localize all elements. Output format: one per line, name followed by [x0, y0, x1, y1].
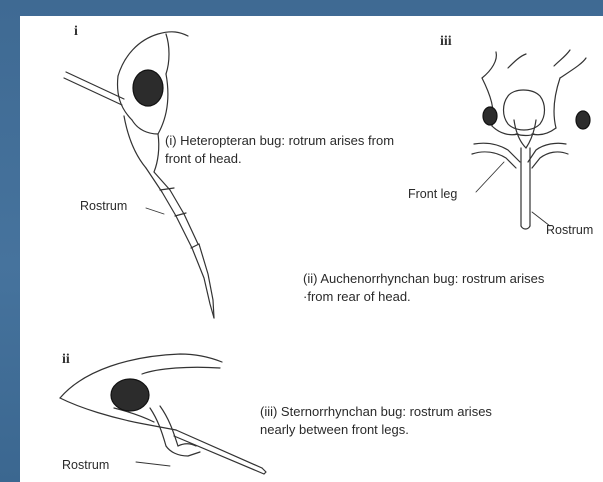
eye-i [133, 70, 163, 106]
panel-ii-caption-line2: nearly between front legs. [260, 421, 492, 439]
eye-iii-right [576, 111, 590, 129]
panel-iii-rostrum-label: Rostrum [546, 223, 593, 237]
panel-iii-front-leg-label: Front leg [408, 187, 457, 201]
panel-iii-caption-line2: ·from rear of head. [303, 288, 544, 306]
figure-panel: i Rostrum (i) Heteropteran bug: rotrum a… [20, 16, 603, 482]
panel-iii-numeral: iii [440, 34, 452, 50]
eye-ii [111, 379, 149, 411]
panel-ii-caption: (iii) Sternorrhynchan bug: rostrum arise… [260, 403, 492, 439]
eye-iii-left [483, 107, 497, 125]
panel-i-caption: (i) Heteropteran bug: rotrum arises from… [165, 132, 394, 168]
panel-i-caption-line2: front of head. [165, 150, 394, 168]
sternorrhynchan-head-drawing [60, 354, 266, 474]
auchenorrhynchan-head-drawing [472, 50, 586, 229]
panel-i-caption-line1: (i) Heteropteran bug: rotrum arises from [165, 132, 394, 150]
panel-ii-numeral: ii [62, 352, 70, 368]
panel-i-rostrum-label: Rostrum [80, 199, 127, 213]
panel-ii-rostrum-label: Rostrum [62, 458, 109, 472]
panel-iii-caption-line1: (ii) Auchenorrhynchan bug: rostrum arise… [303, 270, 544, 288]
panel-iii-caption: (ii) Auchenorrhynchan bug: rostrum arise… [303, 270, 544, 306]
panel-i-numeral: i [74, 24, 78, 40]
panel-ii-caption-line1: (iii) Sternorrhynchan bug: rostrum arise… [260, 403, 492, 421]
